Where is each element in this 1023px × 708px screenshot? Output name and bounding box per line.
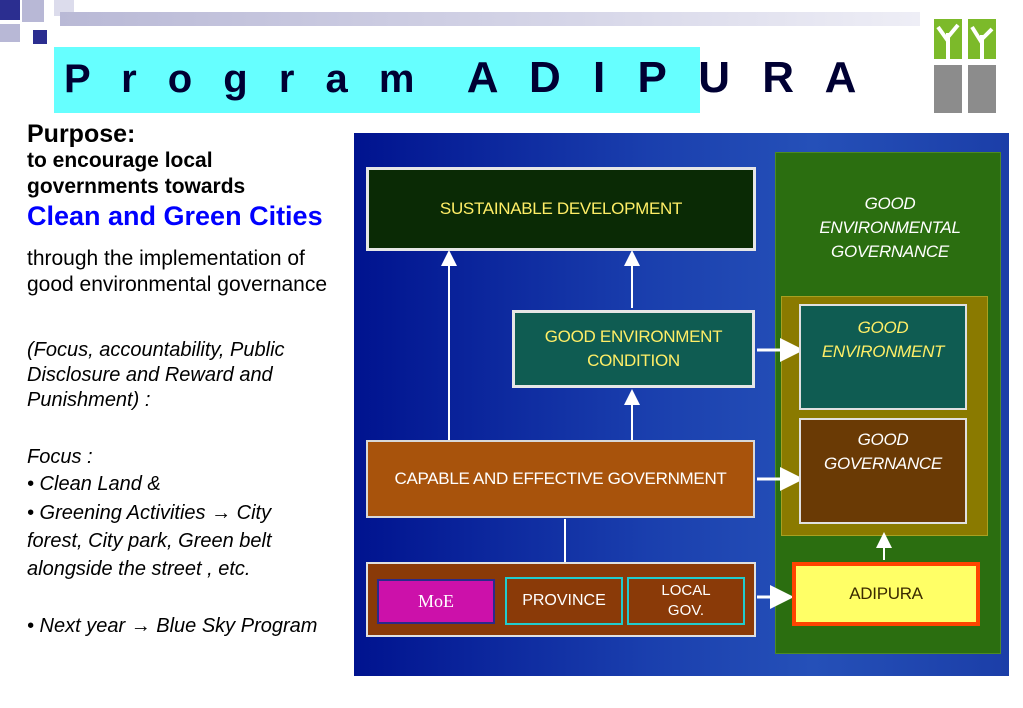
bullet-next-year: • Next year → Blue Sky Program — [27, 615, 318, 637]
page-title: P r o g r a m A D I P U R A — [64, 53, 866, 103]
bullet-greening: • Greening Activities → City forest, Cit… — [27, 502, 272, 580]
good-env-governance-heading: GOOD ENVIRONMENTAL GOVERNANCE — [790, 186, 990, 270]
good-governance-line-2: GOVERNANCE — [824, 454, 942, 473]
province-label: PROVINCE — [522, 592, 606, 609]
good-environment-condition-box: GOOD ENVIRONMENT CONDITION — [512, 310, 755, 388]
purpose-line-2-text: through the implementation of good envir… — [27, 247, 328, 296]
adipura-label: ADIPURA — [849, 584, 923, 603]
purpose-highlight: Clean and Green Cities — [27, 201, 323, 231]
focus-label: Focus : — [27, 446, 93, 468]
good-environment-line-1: GOOD — [857, 318, 909, 337]
gov-heading-line-1: GOOD — [864, 194, 916, 213]
sustainable-development-box: SUSTAINABLE DEVELOPMENT — [366, 167, 756, 251]
purpose-line-2: through the implementation of good envir… — [27, 246, 332, 298]
good-environment-box: GOOD ENVIRONMENT — [799, 304, 967, 410]
gov-heading-line-3: GOVERNANCE — [831, 242, 949, 261]
title-banner: P r o g r a m A D I P U R A — [54, 47, 856, 113]
decor-square-2 — [22, 0, 44, 22]
purpose-heading: Purpose: — [27, 120, 136, 148]
sustainable-development-label: SUSTAINABLE DEVELOPMENT — [439, 199, 683, 218]
decor-square-4 — [33, 30, 47, 44]
moe-label: MoE — [418, 591, 454, 611]
bullet-clean-land: • Clean Land & — [27, 473, 161, 495]
condition-label-2: CONDITION — [587, 351, 680, 370]
decor-square-1 — [0, 0, 20, 20]
focus-note: (Focus, accountability, Public Disclosur… — [27, 338, 327, 413]
condition-label-1: GOOD ENVIRONMENT — [544, 327, 723, 346]
decor-top-bar — [60, 12, 920, 26]
tree-logo-icon — [930, 15, 1000, 115]
purpose-text-block: Purpose: to encourage local governments … — [27, 120, 337, 232]
good-governance-line-1: GOOD — [857, 430, 909, 449]
local-gov-box: LOCAL GOV. — [627, 577, 745, 625]
province-box: PROVINCE — [505, 577, 623, 625]
purpose-line-1: to encourage local governments towards — [27, 149, 246, 198]
capable-government-box: CAPABLE AND EFFECTIVE GOVERNMENT — [366, 440, 755, 518]
title-word-adipura: A D I P U R A — [466, 53, 867, 102]
local-gov-label-1: LOCAL — [661, 582, 711, 599]
adipura-box: ADIPURA — [792, 562, 980, 626]
local-gov-label-2: GOV. — [667, 602, 705, 619]
decor-square-3 — [0, 24, 20, 42]
title-word-program: P r o g r a m — [64, 57, 425, 101]
gov-heading-line-2: ENVIRONMENTAL — [819, 218, 961, 237]
moe-box: MoE — [377, 579, 495, 624]
good-governance-box: GOOD GOVERNANCE — [799, 418, 967, 524]
focus-note-text: (Focus, accountability, Public Disclosur… — [27, 339, 285, 411]
capable-government-label: CAPABLE AND EFFECTIVE GOVERNMENT — [394, 469, 727, 488]
good-environment-line-2: ENVIRONMENT — [821, 342, 945, 361]
